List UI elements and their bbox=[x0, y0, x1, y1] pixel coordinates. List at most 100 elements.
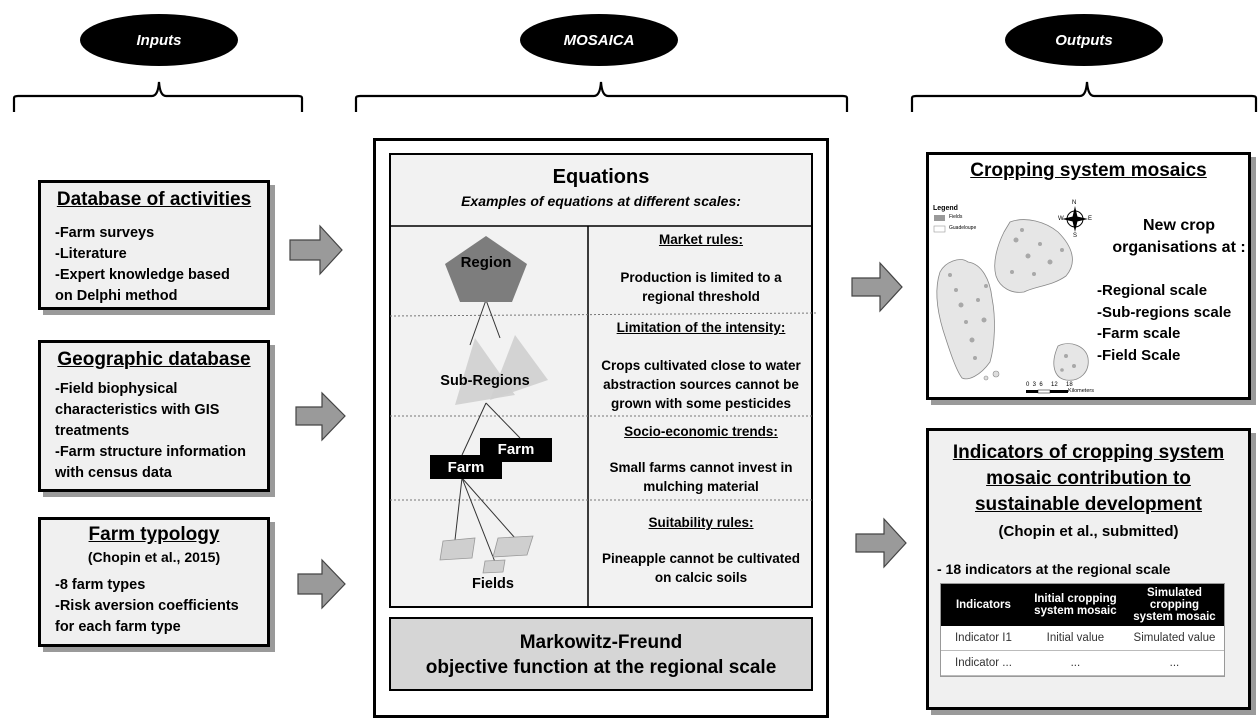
field-shape bbox=[439, 537, 476, 561]
scale-item: -Field Scale bbox=[1097, 346, 1181, 364]
suitability-rules-text: Pineapple cannot be cultivated on calcic… bbox=[590, 549, 812, 587]
geographic-data-line: characteristics with GIS bbox=[55, 402, 220, 418]
scale-list: -Regional scale -Sub-regions scale -Farm… bbox=[1097, 280, 1231, 366]
mosaica-header: MOSAICA bbox=[520, 14, 678, 66]
farm-typology-line: -Risk aversion coefficients bbox=[55, 598, 239, 614]
rule-text-line: mulching material bbox=[643, 479, 759, 494]
intensity-rules-text: Crops cultivated close to water abstract… bbox=[590, 356, 812, 413]
table-cell: ... bbox=[1025, 650, 1125, 676]
basse-terre-island bbox=[936, 259, 995, 380]
map-legend-fields: Fields bbox=[949, 214, 963, 220]
hierarchy-links bbox=[454, 299, 521, 563]
geographic-data-line: -Farm structure information bbox=[55, 444, 246, 460]
farm-label: Farm bbox=[447, 459, 485, 476]
market-rules-title: Market rules: bbox=[658, 232, 744, 247]
table-row: Indicator ... ... ... bbox=[941, 650, 1224, 676]
geographic-data-line: treatments bbox=[55, 423, 130, 439]
table-cell: ... bbox=[1124, 650, 1224, 676]
indicators-count: - 18 indicators at the regional scale bbox=[937, 561, 1171, 577]
table-header-row: Indicators Initial cropping system mosai… bbox=[941, 584, 1224, 626]
outputs-header: Outputs bbox=[1005, 14, 1163, 66]
arrow-right-icon bbox=[297, 558, 346, 610]
sub-regions-label: Sub-Regions bbox=[440, 373, 530, 389]
farm-typology-title: Farm typology bbox=[88, 524, 220, 545]
indicators-table: Indicators Initial cropping system mosai… bbox=[941, 584, 1224, 676]
activity-source-line: -Literature bbox=[55, 246, 127, 262]
table-header-cell: Simulated cropping system mosaic bbox=[1124, 584, 1224, 626]
table-cell: Indicator ... bbox=[941, 650, 1026, 676]
field-clusters bbox=[948, 228, 1076, 372]
activity-source-line: -Farm surveys bbox=[55, 225, 155, 241]
outputs-brace bbox=[910, 81, 1258, 112]
objective-line: Markowitz-Freund bbox=[519, 632, 683, 653]
database-of-activities-title: Database of activities bbox=[56, 189, 252, 210]
fields-label: Fields bbox=[472, 576, 514, 592]
equations-panel bbox=[389, 153, 813, 608]
table-row: Indicator I1 Initial value Simulated val… bbox=[941, 626, 1224, 651]
new-crop-line: organisations at : bbox=[1112, 239, 1246, 256]
sub-region-shape bbox=[490, 335, 548, 400]
intensity-rules-title: Limitation of the intensity: bbox=[616, 320, 786, 335]
rule-text-line: Pineapple cannot be cultivated bbox=[601, 551, 801, 566]
indicators-title: Indicators of cropping system mosaic con… bbox=[929, 440, 1248, 518]
rule-text-line: on calcic soils bbox=[654, 570, 748, 585]
new-crop-line: New crop bbox=[1142, 217, 1215, 234]
farm-typology-line: -8 farm types bbox=[55, 577, 146, 593]
rule-text-line: Crops cultivated close to water bbox=[601, 358, 801, 373]
compass-s-label: S bbox=[1073, 233, 1078, 239]
inputs-header: Inputs bbox=[80, 14, 238, 66]
map-legend-guadeloupe: Guadeloupe bbox=[949, 225, 977, 231]
map-legend-title: Legend bbox=[933, 205, 958, 212]
indicators-table-wrap: Indicators Initial cropping system mosai… bbox=[940, 583, 1225, 677]
compass-e-label: E bbox=[1088, 216, 1093, 222]
socio-economic-title: Socio-economic trends: bbox=[624, 424, 778, 439]
scale-item: -Regional scale bbox=[1097, 282, 1208, 299]
indicators-citation: (Chopin et al., submitted) bbox=[998, 523, 1179, 540]
socio-economic-text: Small farms cannot invest in mulching ma… bbox=[590, 458, 812, 496]
database-of-activities-box: Database of activities -Farm surveys -Li… bbox=[38, 180, 270, 310]
farm-label: Farm bbox=[497, 441, 535, 458]
scale-item: -Farm scale bbox=[1097, 325, 1181, 342]
geographic-database-box: Geographic database -Field biophysical c… bbox=[38, 340, 270, 492]
map-scale-bar bbox=[1026, 389, 1068, 394]
grande-terre-island bbox=[994, 219, 1073, 293]
compass-rose-icon bbox=[1062, 206, 1088, 232]
region-label: Region bbox=[460, 254, 512, 271]
field-shape bbox=[482, 559, 506, 574]
farm-shape bbox=[430, 455, 502, 479]
table-cell: Simulated value bbox=[1124, 626, 1224, 651]
marie-galante-island bbox=[1053, 343, 1089, 381]
indicators-title-line: sustainable development bbox=[974, 494, 1202, 515]
field-shape bbox=[492, 535, 534, 558]
petite-ile bbox=[983, 375, 989, 381]
rule-text-line: grown with some pesticides bbox=[610, 396, 792, 411]
region-shape bbox=[445, 236, 527, 302]
arrow-right-icon bbox=[295, 391, 346, 442]
arrow-right-icon bbox=[289, 224, 343, 276]
petite-ile bbox=[992, 370, 1000, 378]
compass-n-label: N bbox=[1072, 200, 1077, 206]
table-header-cell: Indicators bbox=[941, 584, 1026, 626]
objective-function-box: Markowitz-Freund objective function at t… bbox=[389, 617, 813, 691]
map-scale-unit: Kilometers bbox=[1068, 388, 1094, 394]
cropping-system-title: Cropping system mosaics bbox=[970, 160, 1207, 181]
arrow-right-icon bbox=[851, 261, 903, 313]
suitability-rules-title: Suitability rules: bbox=[648, 515, 754, 530]
geographic-data-line: with census data bbox=[55, 465, 172, 481]
activity-source-line: on Delphi method bbox=[55, 288, 178, 304]
inputs-brace bbox=[12, 81, 304, 112]
equations-title: Equations bbox=[552, 166, 650, 188]
farm-typology-citation: (Chopin et al., 2015) bbox=[87, 549, 221, 565]
scale-separator bbox=[389, 312, 819, 317]
rule-text-line: abstraction sources cannot be bbox=[603, 377, 799, 392]
braces bbox=[12, 81, 1258, 112]
arrow-right-icon bbox=[855, 517, 907, 569]
geographic-database-title: Geographic database bbox=[57, 349, 251, 370]
table-cell: Indicator I1 bbox=[941, 626, 1026, 651]
equations-subtitle: Examples of equations at different scale… bbox=[461, 193, 741, 209]
mosaica-brace bbox=[354, 81, 849, 112]
rule-text-line: regional threshold bbox=[642, 289, 760, 304]
farm-typology-box: Farm typology (Chopin et al., 2015) -8 f… bbox=[38, 517, 270, 647]
